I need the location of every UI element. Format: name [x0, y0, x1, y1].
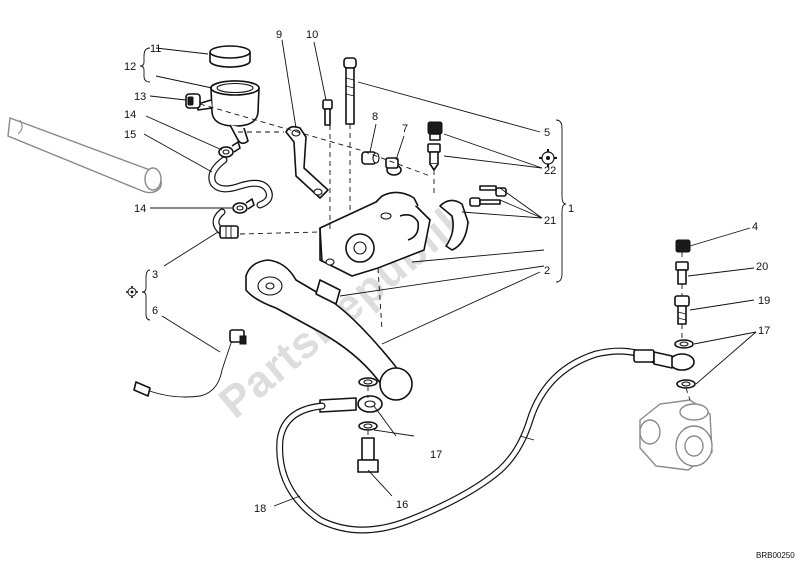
callout-18: 18 [254, 503, 266, 515]
hose-clamp-lower [232, 198, 255, 214]
copper-washer-lower [358, 421, 378, 431]
switch-cap [427, 121, 443, 141]
right-banjo-fitting [633, 349, 695, 371]
reference-code: BRB00250 [756, 551, 795, 560]
gear-icon [539, 149, 557, 167]
callout-13: 13 [134, 91, 146, 103]
clamp-screws [469, 185, 507, 207]
reservoir-hose [208, 156, 273, 209]
handlebar-tube [7, 117, 162, 194]
hose-fitting [212, 208, 239, 239]
callout-3: 3 [152, 269, 158, 281]
callout-19: 19 [758, 295, 770, 307]
callout-4: 4 [752, 221, 758, 233]
gear-icon-small [126, 286, 138, 298]
callout-14b: 14 [134, 203, 146, 215]
callout-12: 12 [124, 61, 136, 73]
callout-14a: 14 [124, 109, 136, 121]
mounting-bracket [285, 125, 329, 199]
leader-lines [139, 39, 757, 507]
callout-6: 6 [152, 305, 158, 317]
callout-10: 10 [306, 29, 318, 41]
right-bolt [674, 295, 690, 325]
right-washer-lower [676, 379, 696, 389]
clutch-hose [276, 347, 658, 534]
grommet [185, 93, 201, 109]
callout-15: 15 [124, 129, 136, 141]
small-screw [322, 99, 333, 126]
callout-21: 21 [544, 215, 556, 227]
right-bleed-cap [675, 239, 691, 253]
callout-22: 22 [544, 165, 556, 177]
callout-9: 9 [276, 29, 282, 41]
hose-clamp-top [218, 141, 241, 158]
handlebar-clamp [439, 199, 469, 251]
reservoir-cap [209, 45, 251, 68]
banjo-fitting [319, 395, 383, 413]
bleed-nipple [385, 157, 402, 176]
callout-7: 7 [402, 123, 408, 135]
pivot-bushing [361, 151, 380, 165]
right-bleed-valve [675, 261, 689, 285]
copper-washer-upper [358, 377, 378, 387]
callout-1: 1 [568, 203, 574, 215]
banjo-bolt [357, 437, 379, 473]
assembly-lines [199, 103, 691, 438]
master-cylinder-body [319, 191, 431, 277]
bleed-valve [427, 143, 441, 171]
callout-20: 20 [756, 261, 768, 273]
lever-switch [133, 329, 247, 398]
clutch-lever [245, 259, 413, 401]
long-bolt [343, 57, 357, 125]
callout-16: 16 [396, 499, 408, 511]
callout-17a: 17 [430, 449, 442, 461]
right-washer-upper [674, 339, 694, 349]
slave-cylinder [639, 399, 713, 471]
callout-2: 2 [544, 265, 550, 277]
callout-17b: 17 [758, 325, 770, 337]
callout-11: 11 [150, 43, 161, 55]
callout-8: 8 [372, 111, 378, 123]
callout-5: 5 [544, 127, 550, 139]
